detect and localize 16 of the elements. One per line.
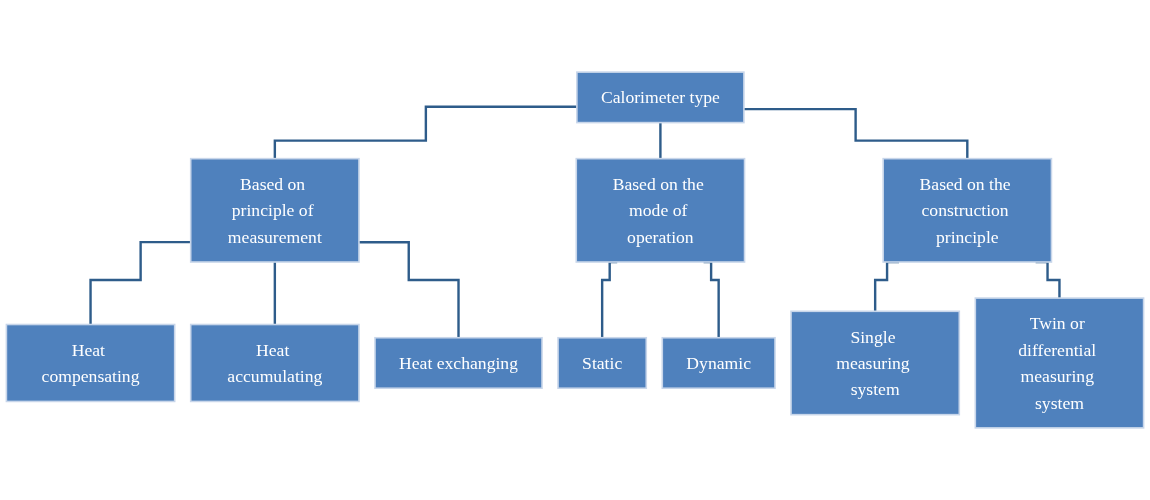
node-box: Single measuring system (790, 310, 961, 416)
connector (743, 107, 969, 160)
node-box: Based on the construction principle (882, 157, 1053, 263)
connector (659, 121, 662, 160)
node-box: Heat compensating (5, 323, 176, 403)
node-box: Based on principle of measurement (189, 157, 360, 263)
node-box: Twin or differential measuring system (974, 297, 1145, 429)
connector (358, 241, 460, 339)
node-box: Heat accumulating (189, 323, 360, 403)
node-box: Based on the mode of operation (575, 157, 746, 263)
node-box: Calorimeter type (576, 71, 745, 124)
connector (273, 105, 577, 160)
connector (89, 240, 191, 326)
node-box: Static (557, 336, 648, 390)
node-box: Dynamic (661, 336, 776, 390)
node-box: Heat exchanging (374, 336, 543, 390)
